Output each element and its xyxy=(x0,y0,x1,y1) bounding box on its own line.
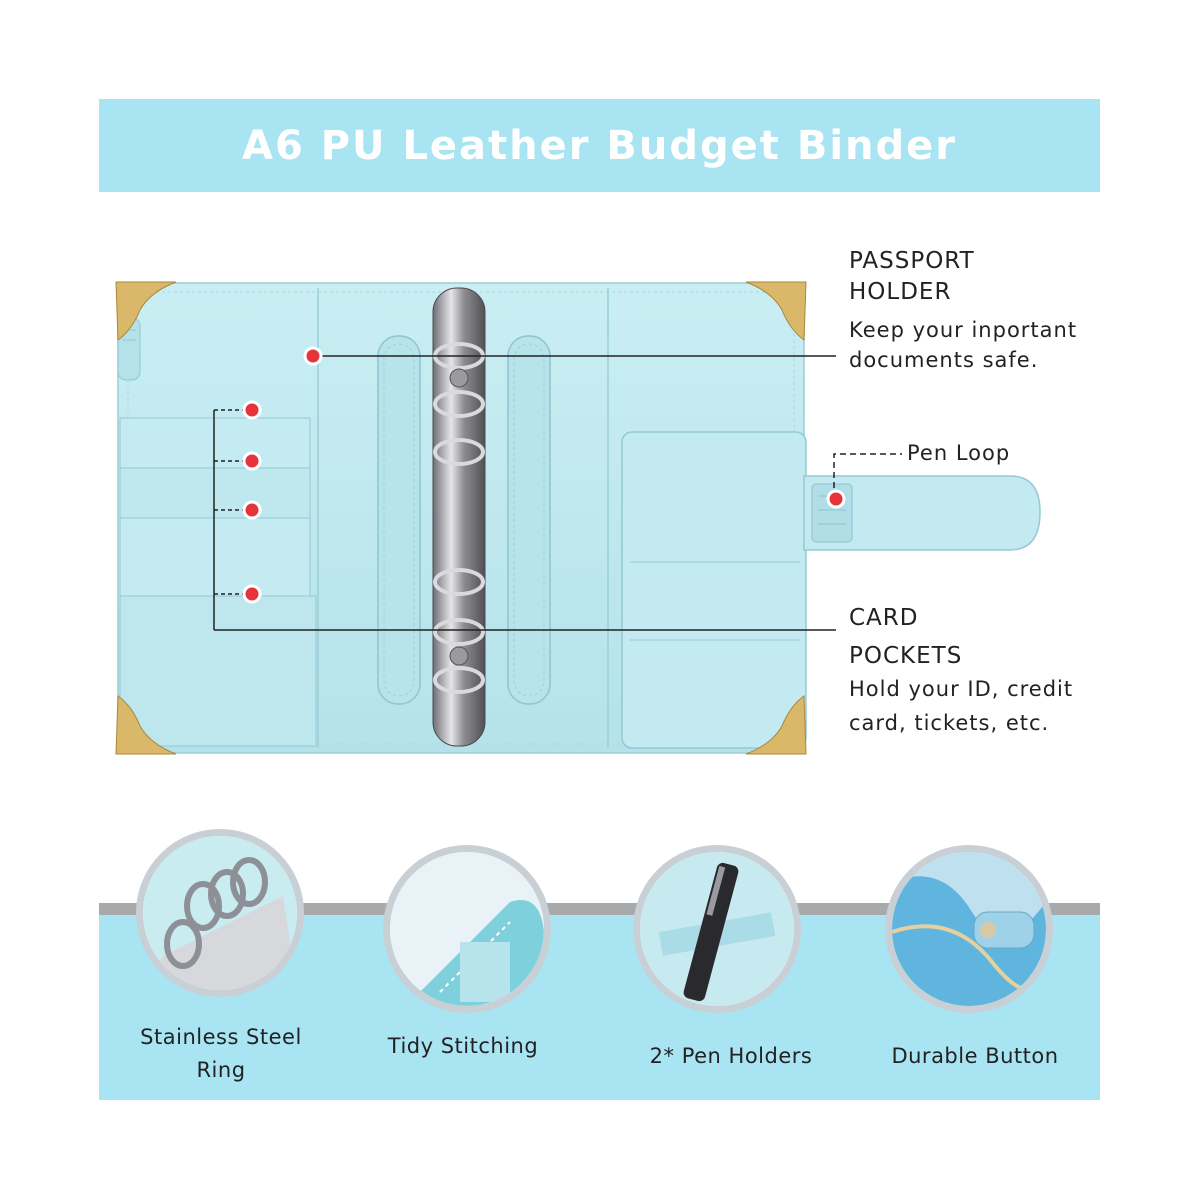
pen-holder-strips xyxy=(377,335,551,705)
feature-band-stripe xyxy=(99,903,1100,915)
passport-pocket xyxy=(621,431,807,749)
card-pockets-heading: CARD POCKETS xyxy=(849,605,963,669)
feature-label-button: Durable Button xyxy=(891,1044,1059,1068)
card-pockets xyxy=(119,417,317,747)
page-title: A6 PU Leather Budget Binder xyxy=(242,122,957,169)
binder-illustration xyxy=(115,281,1041,755)
card-pockets-description: Hold your ID, credit card, tickets, etc. xyxy=(849,677,1074,735)
pen-loop-label: Pen Loop xyxy=(907,441,1011,465)
passport-description: Keep your inportant documents safe. xyxy=(849,318,1078,372)
snap-tab xyxy=(803,475,1041,551)
title-banner: A6 PU Leather Budget Binder xyxy=(99,99,1100,192)
stitching-photo-icon xyxy=(383,845,551,1013)
button-photo-icon xyxy=(885,845,1053,1013)
pen-photo-icon xyxy=(633,845,801,1013)
feature-label-stitching: Tidy Stitching xyxy=(387,1034,539,1058)
gold-corners xyxy=(115,281,807,755)
feature-label-pen: 2* Pen Holders xyxy=(649,1044,813,1068)
callout-markers xyxy=(242,346,846,604)
ring-photo-icon xyxy=(136,829,304,997)
feature-label-ring: Stainless Steel Ring xyxy=(140,1025,302,1082)
passport-heading: PASSPORT HOLDER xyxy=(849,248,975,305)
